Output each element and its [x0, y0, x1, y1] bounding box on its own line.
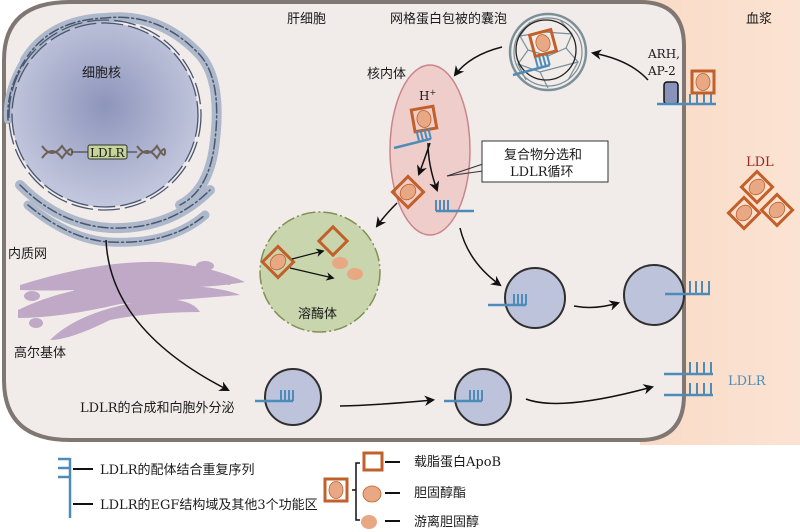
legend-ldlr-repeat: LDLR的配体结合重复序列 [100, 462, 254, 478]
arrow-vesicle-to-endosome [453, 46, 503, 77]
coated-vesicle-label: 网格蛋白包被的囊泡 [390, 11, 507, 27]
endoplasmic-reticulum [3, 12, 222, 247]
arrow-endosome-to-recycling [459, 227, 502, 287]
recycling-vesicle-2 [623, 264, 710, 326]
adaptor-label-line1: ARH, [647, 47, 680, 61]
legend-ldlr-egf: LDLR的EGF结构域及其他3个功能区 [100, 497, 318, 513]
endosome [389, 64, 476, 236]
arrow-er-to-secretory [105, 239, 230, 391]
legend-cholesteryl-ester: 胆固醇酯 [414, 485, 466, 501]
surface-ldlr-pair [664, 362, 713, 397]
golgi-apparatus [18, 261, 245, 340]
secretory-vesicle-1 [253, 368, 322, 426]
plasma-label: 血浆 [746, 12, 772, 27]
sorting-label-line1: 复合物分选和 [504, 148, 582, 163]
arh-ap2-adaptor [663, 81, 679, 105]
legend: LDLR的配体结合重复序列 LDLR的EGF结构域及其他3个功能区 载脂蛋白Ap… [58, 451, 501, 530]
sorting-label-line2: LDLR循环 [510, 165, 573, 180]
legend-apob: 载脂蛋白ApoB [414, 454, 501, 470]
arrow-surface-to-vesicle [590, 49, 649, 81]
clathrin-coated-vesicle [508, 12, 588, 92]
ldlr-surface-label: LDLR [728, 374, 767, 389]
nucleus-label: 细胞核 [82, 66, 121, 81]
arrow-secretory-1-to-2 [339, 395, 436, 407]
ldl-label: LDL [746, 155, 774, 170]
secretory-vesicle-2 [442, 368, 512, 426]
legend-free-cholesterol-symbol [361, 515, 377, 529]
arrow-endosome-split-ldl [417, 142, 431, 176]
legend-free-cholesterol: 游离胆固醇 [414, 514, 479, 530]
sorting-callout: 复合物分选和 LDLR循环 [446, 140, 609, 183]
legend-ldlr-symbol [58, 457, 72, 518]
legend-apob-symbol [362, 451, 384, 472]
adaptor-label-line2: AP-2 [647, 64, 676, 78]
proton-label: H+ [419, 88, 436, 103]
endosome-label: 核内体 [367, 66, 406, 82]
synthesis-label: LDLR的合成和向胞外分泌 [80, 400, 234, 416]
golgi-label: 高尔基体 [14, 345, 66, 361]
surface-ldlr-bound [657, 69, 716, 106]
arrow-secretory-2-to-surface [525, 384, 655, 405]
arrow-recycling-to-surface [573, 300, 621, 311]
arrow-endosome-to-lysosome [375, 202, 398, 228]
legend-ldl-symbol [323, 477, 349, 503]
nucleus [8, 19, 202, 211]
ldlr-gene-label: LDLR [90, 146, 126, 160]
legend-cholesteryl-ester-symbol [362, 485, 382, 503]
arrow-endosome-split-ldlr [427, 142, 440, 192]
recycling-vesicle-1 [486, 267, 566, 329]
lysosome-label: 溶酶体 [298, 306, 337, 322]
lysosome [259, 211, 381, 333]
hepatocyte-label: 肝细胞 [287, 12, 326, 27]
er-label: 内质网 [8, 246, 47, 262]
ldlr-gene-box [87, 144, 128, 160]
pathway-arrows [105, 46, 655, 407]
dna-strand [41, 144, 166, 160]
